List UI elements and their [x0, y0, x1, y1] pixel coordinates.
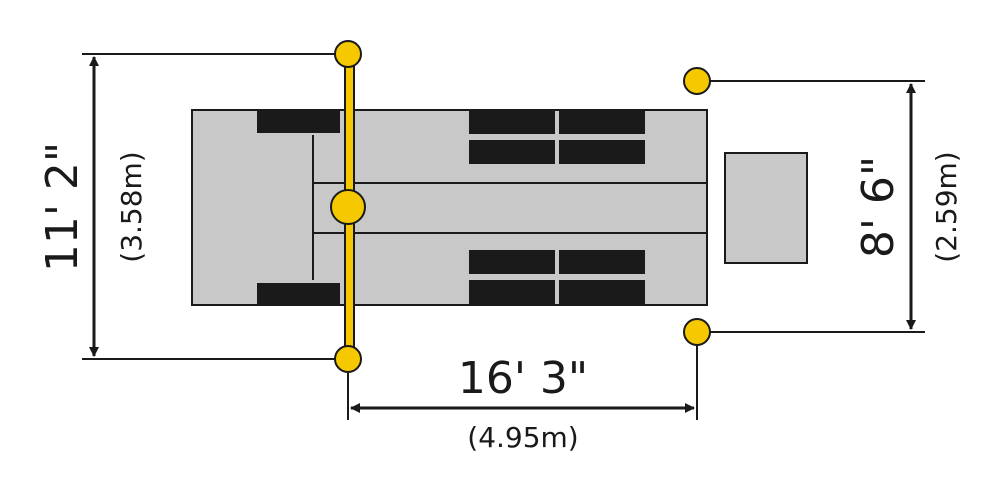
- marker-right-bottom: [683, 318, 711, 346]
- front-wheel-top: [257, 110, 340, 133]
- marker-bottom: [334, 345, 362, 373]
- rear-wheel-bottom-2: [559, 250, 645, 274]
- marker-center: [330, 189, 366, 225]
- rear-wheel-top-1: [469, 110, 555, 134]
- rear-wheel-top-4: [559, 140, 645, 164]
- marker-right-top: [683, 67, 711, 95]
- axle-markers: [330, 40, 711, 373]
- marker-top: [334, 40, 362, 68]
- vehicle-body: [191, 109, 708, 306]
- length-imperial-label: 16' 3": [458, 353, 588, 404]
- length-metric-label: (4.95m): [467, 421, 578, 454]
- width-metric-label: (2.59m): [930, 151, 963, 262]
- hitch-box: [724, 152, 808, 264]
- front-wheel-bottom: [257, 283, 340, 305]
- rear-wheel-bottom-4: [559, 280, 645, 304]
- rear-wheel-top-2: [559, 110, 645, 134]
- rear-wheel-bottom-1: [469, 250, 555, 274]
- width-imperial-label: 8' 6": [853, 156, 904, 258]
- rear-wheel-top-3: [469, 140, 555, 164]
- height-metric-label: (3.58m): [115, 151, 148, 262]
- rear-wheel-bottom-3: [469, 280, 555, 304]
- height-imperial-label: 11' 2": [37, 142, 88, 272]
